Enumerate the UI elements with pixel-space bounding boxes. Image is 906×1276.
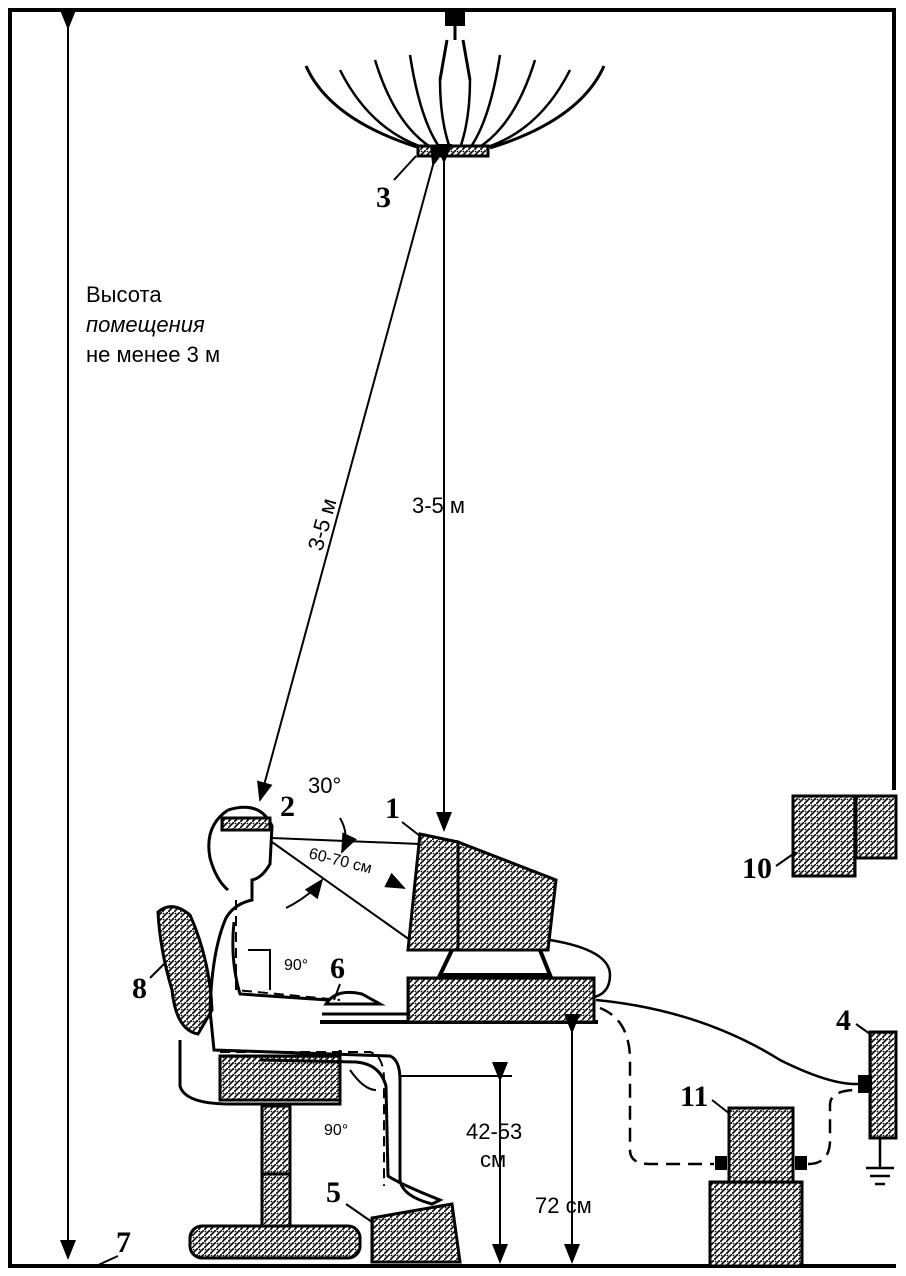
callout-2: 2 [280,790,295,823]
callouts: 1 2 3 4 5 6 7 8 10 11 [95,155,871,1267]
knee-angle-label: 90° [324,1122,348,1139]
power-filter [708,1106,807,1268]
cables [549,938,859,1166]
callout-1: 1 [385,792,400,825]
callout-11: 11 [680,1080,708,1113]
wall-cabinet [791,794,898,878]
room-height-note: Высота помещения не менее 3 м [86,282,220,367]
seated-person [207,805,444,1206]
keyboard [323,990,386,1006]
callout-10: 10 [742,852,772,885]
lamp-to-monitor-distance: 3-5 м [412,493,465,518]
monitor [406,832,558,977]
screen-angle-arc [285,878,324,909]
callout-6: 6 [330,952,345,985]
lamp-to-eye-line [257,145,446,802]
callout-5: 5 [326,1176,341,1209]
room-height-line-1: Высота [86,282,162,307]
callout-8: 8 [132,972,147,1005]
knee-angle-mark [349,1069,377,1091]
office-chair [156,905,362,1260]
callout-7: 7 [116,1226,131,1259]
room-frame [8,8,896,1268]
gaze-to-screen-line [271,841,411,941]
ceiling-lamp [304,10,606,158]
gaze-angle-label: 30° [308,773,341,798]
elbow-angle-label: 90° [284,957,308,974]
elbow-angle-mark [248,949,271,990]
room-height-line-2: помещения [86,312,205,337]
callout-4: 4 [836,1004,851,1037]
system-unit [406,976,596,1024]
seat-height-label-1: 42-53 [466,1119,522,1144]
callout-3: 3 [376,181,391,214]
room-height-line-3: не менее 3 м [86,342,220,367]
desk [320,976,598,1024]
wall-socket [858,1030,898,1186]
eye-to-screen-arrow [384,872,406,889]
seat-height-label-2: см [480,1147,506,1172]
footrest [370,1202,462,1264]
desk-height-label: 72 см [535,1193,592,1218]
gaze-angle-arc [339,817,357,854]
eye-to-screen-label: 60-70 см [307,845,374,877]
